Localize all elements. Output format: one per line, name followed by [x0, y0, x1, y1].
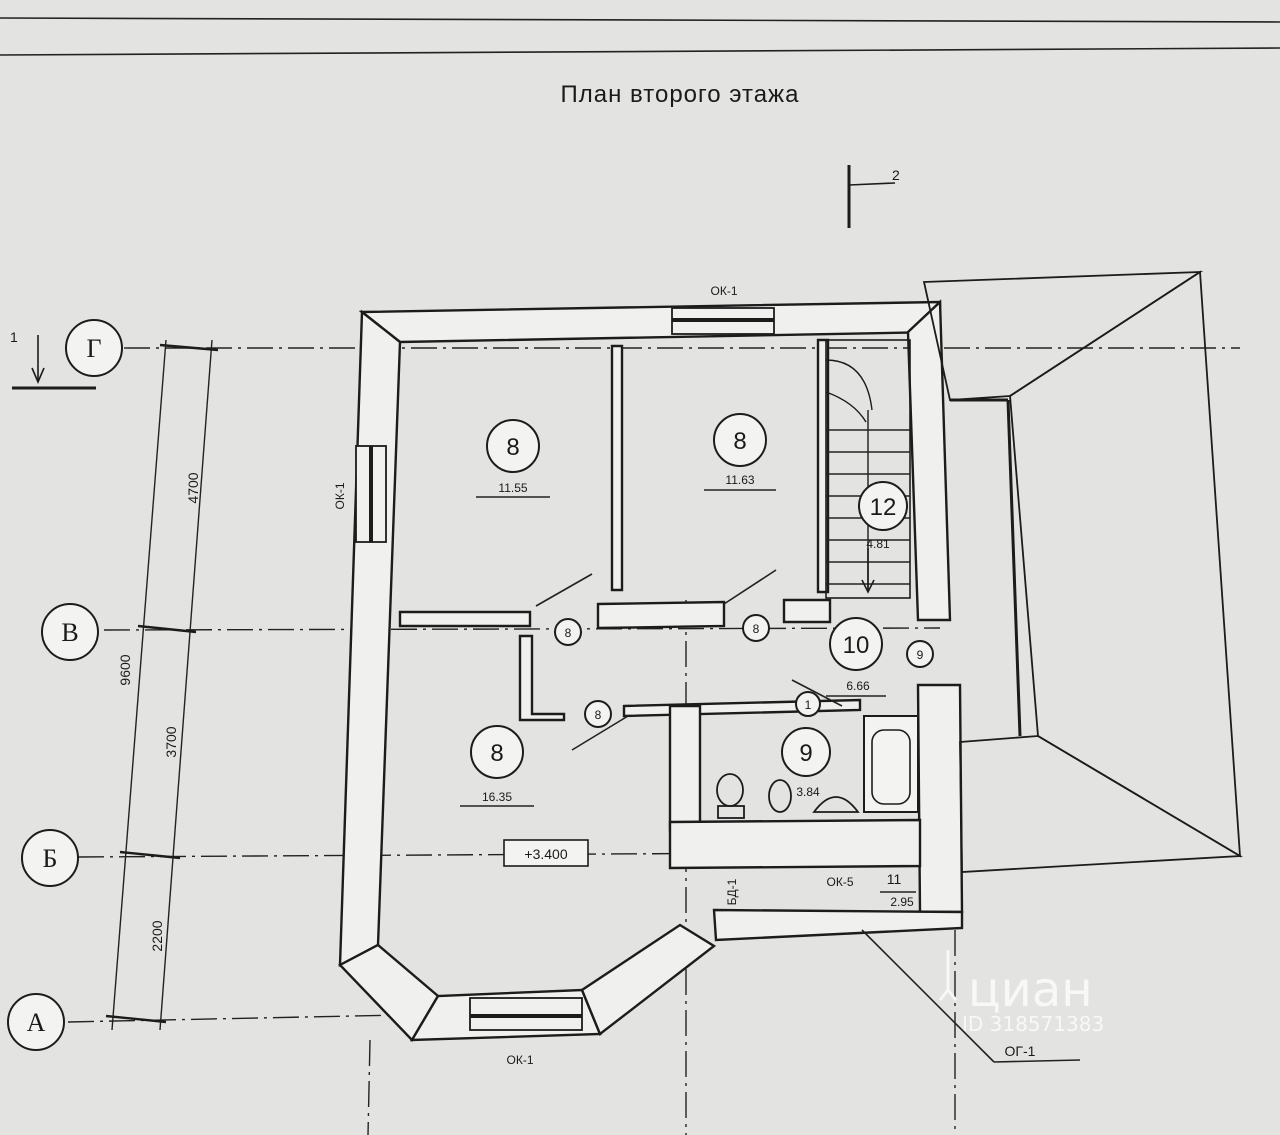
room-label-6: 9 3.84: [781, 727, 831, 799]
svg-text:9: 9: [917, 648, 924, 662]
window-top: ОК-1: [671, 284, 775, 335]
sheet-border-line: [0, 47, 1280, 56]
plan-title: План второго этажа: [561, 81, 800, 108]
svg-text:ОК-1: ОК-1: [333, 482, 347, 509]
roof-outline: [922, 270, 1243, 873]
svg-text:11.63: 11.63: [725, 473, 754, 487]
svg-text:8: 8: [733, 428, 746, 455]
svg-text:11.55: 11.55: [498, 481, 527, 495]
svg-text:2.95: 2.95: [890, 895, 914, 909]
room-label-3: 12 4.81: [858, 481, 908, 551]
svg-text:4.81: 4.81: [866, 537, 890, 551]
section-mark-top: 2: [847, 165, 900, 228]
svg-text:6.66: 6.66: [846, 679, 870, 693]
window-left: ОК-1: [333, 445, 387, 543]
watermark: циан ID 318571383: [938, 950, 1104, 1036]
door-mark-3: 8: [584, 700, 612, 728]
room-label-1: 8 11.55: [476, 419, 550, 498]
dimension-chain: 4700 9600 3700 2200: [105, 339, 219, 1031]
svg-text:1: 1: [805, 698, 812, 712]
door-mark-1: 8: [554, 618, 582, 646]
svg-text:8: 8: [506, 434, 519, 461]
svg-text:8: 8: [753, 622, 760, 636]
dimension-lower: 2200: [149, 920, 165, 951]
svg-text:В: В: [61, 618, 78, 647]
axis-bubble-g: Г: [65, 319, 123, 377]
sink-icon: [812, 796, 860, 813]
room-label-7: 11 2.95: [880, 871, 916, 909]
svg-text:ID 318571383: ID 318571383: [962, 1012, 1104, 1036]
svg-text:А: А: [27, 1008, 46, 1037]
svg-text:8: 8: [490, 740, 503, 767]
balcony-door-mark: БД-1: [725, 878, 739, 905]
sheet-border-line: [0, 17, 1280, 23]
axis-line-v: [103, 627, 941, 631]
svg-text:12: 12: [870, 494, 897, 521]
interior-partitions: [398, 338, 922, 870]
svg-text:9: 9: [799, 740, 812, 767]
elevation-mark: +3.400: [503, 839, 589, 867]
toilet-icon: [716, 773, 745, 819]
svg-text:ОК-1: ОК-1: [711, 284, 738, 298]
svg-text:Г: Г: [86, 334, 101, 363]
railing-leader: [993, 1059, 1081, 1063]
axis-line-b: [77, 851, 961, 858]
door-mark-2: 8: [742, 614, 770, 642]
svg-text:1: 1: [10, 329, 18, 345]
bathtub-icon: [863, 715, 919, 813]
axis-bubble-v: В: [41, 603, 99, 661]
dimension-upper: 4700: [185, 472, 201, 503]
svg-text:8: 8: [565, 626, 572, 640]
svg-text:+3.400: +3.400: [524, 846, 567, 862]
room-label-5: 10 6.66: [826, 617, 886, 697]
axis-line-vertical-left: [367, 1039, 371, 1135]
railing-leader: [861, 929, 995, 1063]
svg-text:8: 8: [595, 708, 602, 722]
door-mark-5: 1: [795, 691, 821, 717]
axis-bubble-a: А: [7, 993, 65, 1051]
room-label-4: 8 16.35: [460, 725, 534, 807]
svg-text:11: 11: [887, 871, 902, 887]
svg-text:Б: Б: [43, 844, 58, 873]
svg-text:циан: циан: [968, 962, 1093, 1018]
svg-text:ОК-1: ОК-1: [507, 1053, 534, 1067]
door-swings: [535, 569, 843, 751]
balcony-window-mark: ОК-5: [827, 875, 854, 889]
svg-text:3.84: 3.84: [796, 785, 820, 799]
axis-line-a: [67, 1014, 401, 1023]
cian-logo-icon: [938, 950, 958, 1001]
staircase: [825, 339, 911, 599]
dimension-middle: 3700: [163, 726, 179, 757]
bidet-icon: [768, 779, 792, 813]
door-mark-4: 9: [906, 640, 934, 668]
axis-bubble-b: Б: [21, 829, 79, 887]
window-bottom: ОК-1: [469, 997, 583, 1067]
dimension-total: 9600: [117, 654, 133, 685]
section-mark-left: 1: [10, 329, 96, 390]
svg-text:2: 2: [892, 167, 900, 183]
svg-text:10: 10: [843, 632, 870, 659]
svg-text:16.35: 16.35: [482, 790, 512, 804]
room-label-2: 8 11.63: [704, 413, 776, 491]
railing-mark: ОГ-1: [1005, 1043, 1036, 1059]
